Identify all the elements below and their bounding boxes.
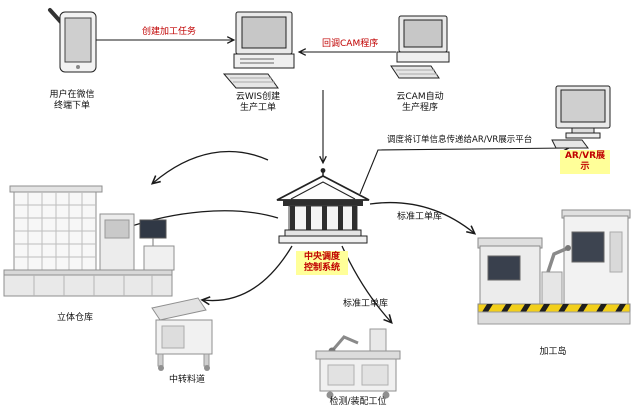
transfer-caption: 中转料道 (168, 375, 205, 385)
central-dispatch-caption: 中央调度 控制系统 (296, 251, 348, 275)
dispatch-to-arvr-edge-label: 调度将订单信息传递给AR/VR展示平台 (387, 135, 533, 145)
arrow-dispatch-to-warehouse-upper (150, 150, 269, 185)
inspection-caption: 检测/装配工位 (329, 397, 387, 407)
std-order-inspection-edge-label: 标准工单库 (343, 299, 389, 309)
std-order-island-edge-label: 标准工单库 (397, 212, 443, 222)
callback-cam-edge-label: 回调CAM程序 (322, 39, 379, 49)
robot-arm-icon (330, 335, 359, 352)
tablet-icon (48, 8, 97, 73)
wis-caption: 云WIS创建 生产工单 (235, 92, 281, 113)
arrow-dispatch-to-transfer (200, 245, 293, 306)
inspection-station-illustration (315, 328, 401, 399)
central-dispatch-pavilion-icon (276, 168, 370, 244)
machine-window-icon (571, 231, 605, 263)
arvr-monitor-icon (551, 85, 611, 149)
island-caption: 加工岛 (539, 347, 567, 357)
cam-caption: 云CAM自动 生产程序 (396, 92, 444, 113)
machine-window-icon (487, 255, 521, 281)
hazard-stripe (477, 303, 631, 313)
arvr-caption: AR/VR展 示 (560, 150, 610, 174)
wis-computer-icon (222, 11, 295, 89)
arrow-std-order-island (369, 201, 477, 235)
user-terminal-caption: 用户在微信 终端下单 (49, 90, 95, 111)
processing-island-illustration (477, 209, 631, 325)
warehouse-illustration (3, 185, 175, 297)
transfer-channel-illustration (151, 297, 213, 371)
cam-computer-icon (390, 15, 450, 79)
warehouse-monitor-icon (139, 219, 167, 239)
warehouse-caption: 立体仓库 (56, 313, 93, 323)
arrow-dispatch-to-arvr (359, 144, 571, 195)
arrow-std-order-inspection (341, 245, 393, 325)
create-task-edge-label: 创建加工任务 (142, 27, 197, 37)
robot-arm-icon (546, 246, 569, 273)
